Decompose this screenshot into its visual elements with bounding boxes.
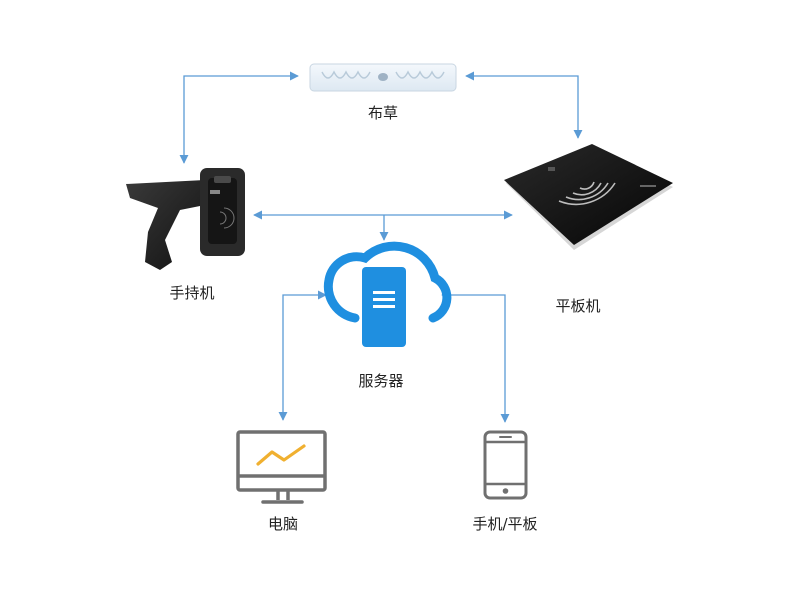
handheld-scanner-icon [126, 168, 245, 270]
connector-tag-handheld [179, 71, 299, 164]
server-label: 服务器 [358, 372, 404, 390]
computer-label: 电脑 [267, 515, 299, 533]
rfid-tag-icon [309, 63, 457, 92]
mobile-phone-icon [483, 430, 528, 500]
cloud-server-icon [323, 241, 452, 347]
connectors [179, 71, 583, 423]
connector-server-mobile [441, 290, 510, 423]
handheld-label: 手持机 [169, 284, 215, 302]
tablet-reader-label: 平板机 [555, 297, 601, 315]
tag-label: 布草 [367, 104, 399, 122]
connector-server-computer [278, 290, 327, 421]
chart-line-icon [256, 444, 306, 466]
computer-monitor-icon [236, 430, 327, 504]
mobile-label: 手机/平板 [472, 515, 538, 533]
tablet-reader-icon [504, 144, 673, 250]
connector-tag-tablet [465, 71, 583, 139]
